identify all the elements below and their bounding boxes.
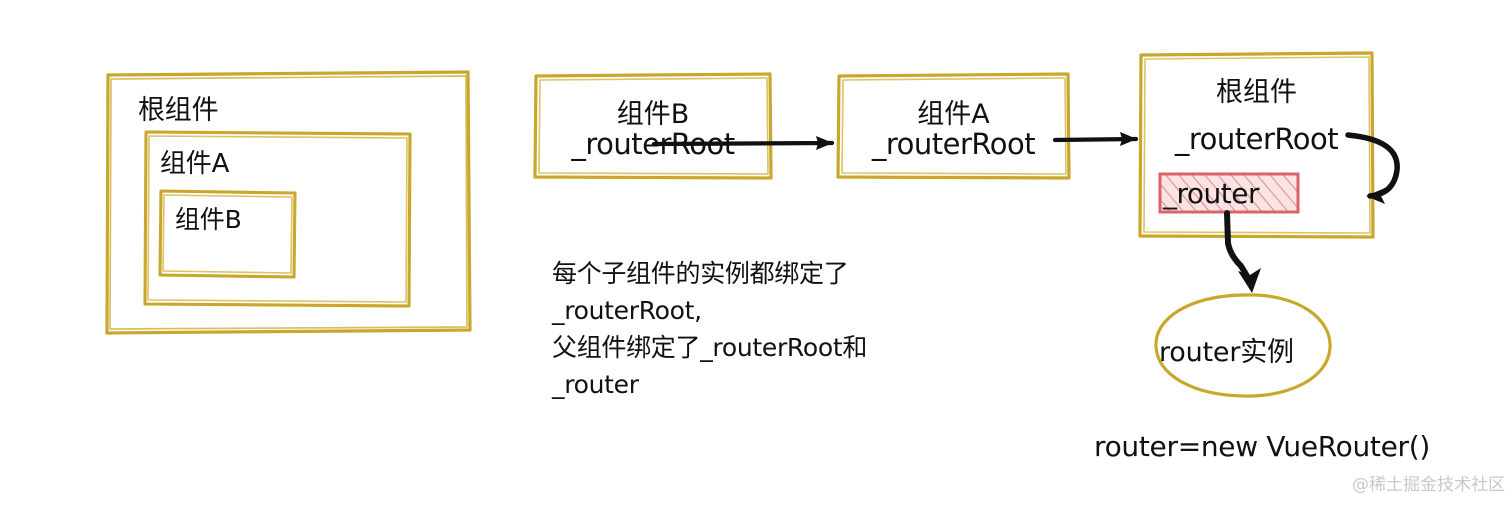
router-instance-label: router实例	[1159, 337, 1294, 368]
chain-component-b-property: _routerRoot	[571, 127, 735, 161]
chain-root-component-property: _routerRoot	[1174, 122, 1339, 156]
annotation-line-4: _router	[552, 370, 639, 399]
annotation-note: 每个子组件的实例都绑定了 _routerRoot, 父组件绑定了_routerR…	[552, 255, 867, 403]
watermark-text: @稀土掘金技术社区	[1352, 475, 1505, 495]
nested-component-b-label: 组件B	[175, 205, 242, 234]
arrow-router-to-instance	[1224, 210, 1261, 293]
chain-component-b-title: 组件B	[616, 99, 690, 130]
chain-root-component-router-property: _router	[1163, 177, 1260, 210]
nested-root-label: 根组件	[138, 95, 219, 126]
chain-component-a-property: _routerRoot	[871, 127, 1036, 161]
nested-component-a-label: 组件A	[160, 149, 230, 179]
annotation-line-3: 父组件绑定了_routerRoot和	[552, 333, 868, 362]
annotation-line-1: 每个子组件的实例都绑定了	[552, 259, 849, 288]
router-instance-caption: router=new VueRouter()	[1094, 430, 1430, 463]
annotation-line-2: _routerRoot,	[552, 296, 702, 325]
chain-component-a-title: 组件A	[917, 99, 990, 130]
chain-root-component-title: 根组件	[1216, 77, 1297, 108]
